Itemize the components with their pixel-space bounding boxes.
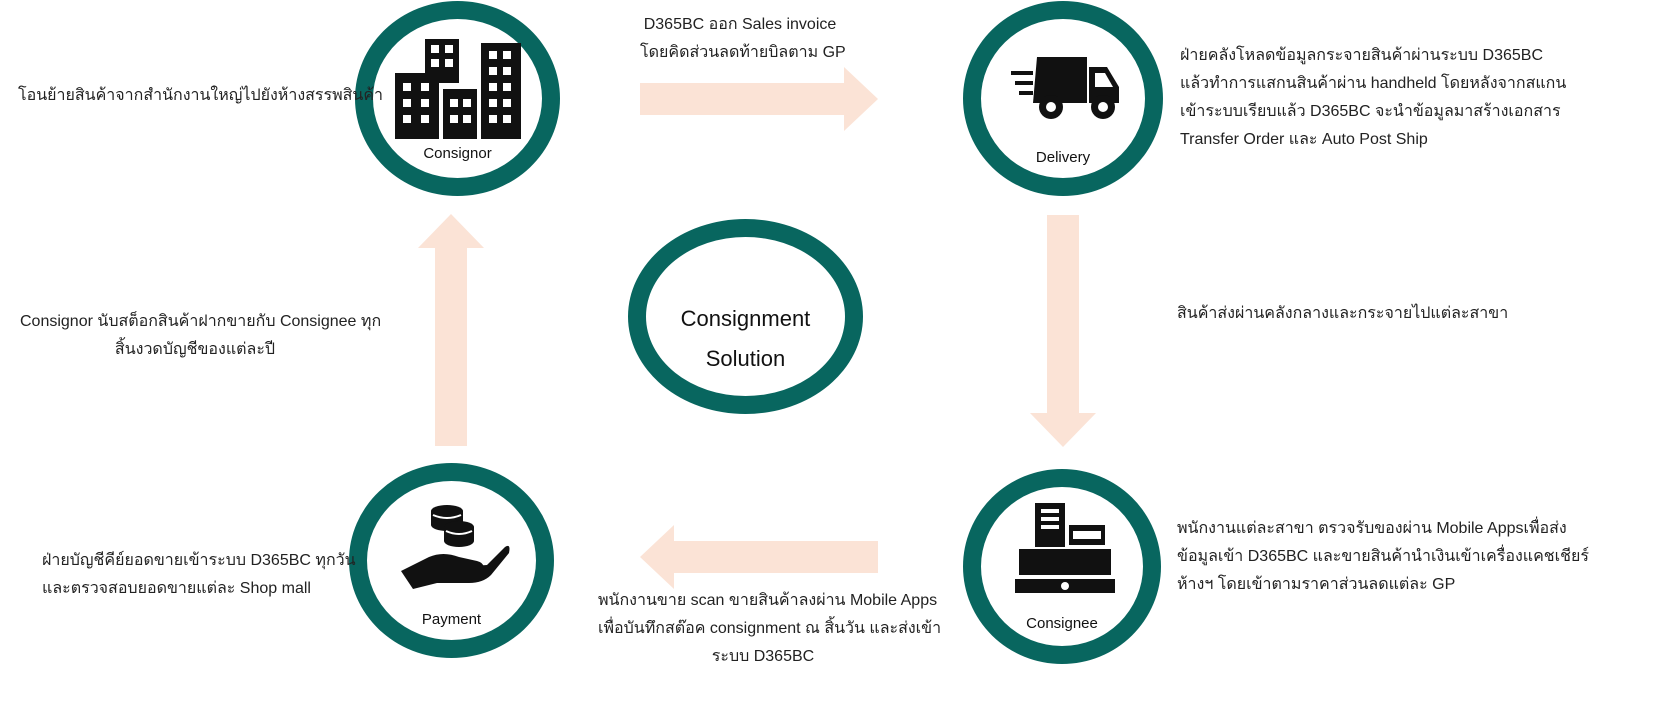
payment-description: ฝ่ายบัญชีคีย์ยอดขายเข้าระบบ D365BC ทุกวั…	[42, 547, 356, 603]
center-title-line1: Consignment	[680, 306, 811, 331]
center-title-line2: Solution	[705, 346, 786, 371]
sales-invoice-line: โดยคิดส่วนลดท้ายบิลตาม GP	[640, 44, 846, 61]
delivery-node: Delivery	[963, 1, 1163, 196]
consignee-desc-line: พนักงานแต่ละสาขา ตรวจรับของผ่าน Mobile A…	[1177, 520, 1567, 537]
arrow-consignee-to-payment	[640, 525, 878, 589]
consignee-desc-line: ห้างฯ โดยเข้าตามราคาส่วนลดแต่ละ GP	[1177, 576, 1456, 593]
sales-invoice-line: D365BC ออก Sales invoice	[643, 16, 837, 33]
delivery-desc-line: Transfer Order และ Auto Post Ship	[1180, 131, 1428, 148]
consignor-label: Consignor	[423, 145, 492, 162]
delivery-desc-line: เข้าระบบเรียบแล้ว D365BC จะนำข้อมูลมาสร้…	[1180, 103, 1561, 120]
delivery-description: ฝ่ายคลังโหลดข้อมูลกระจายสินค้าผ่านระบบ D…	[1180, 42, 1566, 154]
arrow-delivery-to-consignee	[1030, 215, 1096, 447]
payment-desc-line: ฝ่ายบัญชีคีย์ยอดขายเข้าระบบ D365BC ทุกวั…	[42, 552, 356, 569]
consignor-node: Consignor	[355, 1, 560, 196]
warehouse-description: สินค้าส่งผ่านคลังกลางและกระจายไปแต่ละสาข…	[1177, 300, 1508, 328]
arrow-consignor-to-delivery	[640, 67, 878, 131]
stock-count-line: สิ้นงวดบัญชีของแต่ละปี	[114, 341, 276, 358]
delivery-label: Delivery	[1035, 149, 1091, 166]
scan-description: พนักงานขาย scan ขายสินค้าลงผ่าน Mobile A…	[598, 587, 942, 671]
consignee-label: Consignee	[1026, 615, 1098, 632]
center-ring: Consignment Solution	[628, 219, 863, 414]
consignor-description: โอนย้ายสินค้าจากสำนักงานใหญ่ไปยังห้างสรร…	[18, 82, 383, 110]
sales-invoice-description: D365BC ออก Sales invoice โดยคิดส่วนลดท้า…	[640, 11, 846, 67]
consignor-desc-line: โอนย้ายสินค้าจากสำนักงานใหญ่ไปยังห้างสรร…	[18, 87, 384, 104]
arrow-payment-to-consignor	[418, 214, 484, 446]
cash-register-icon	[1015, 503, 1115, 593]
consignee-desc-line: ข้อมูลเข้า D365BC และขายสินค้านำเงินเข้า…	[1177, 548, 1589, 565]
payment-node: Payment	[349, 463, 554, 658]
scan-desc-line: พนักงานขาย scan ขายสินค้าลงผ่าน Mobile A…	[598, 592, 938, 609]
delivery-desc-line: แล้วทำการแสกนสินค้าผ่าน handheld โดยหลัง…	[1180, 75, 1567, 92]
hand-coins-icon	[401, 505, 510, 589]
delivery-desc-line: ฝ่ายคลังโหลดข้อมูลกระจายสินค้าผ่านระบบ D…	[1180, 47, 1544, 64]
stock-count-description: Consignor นับสต็อกสินค้าฝากขายกับ Consig…	[20, 308, 382, 364]
warehouse-desc-line: สินค้าส่งผ่านคลังกลางและกระจายไปแต่ละสาข…	[1177, 305, 1509, 322]
consignee-node: Consignee	[963, 469, 1161, 664]
consignee-description: พนักงานแต่ละสาขา ตรวจรับของผ่าน Mobile A…	[1177, 515, 1589, 599]
scan-desc-line: ระบบ D365BC	[711, 648, 815, 665]
truck-icon	[1011, 57, 1119, 119]
scan-desc-line: เพื่อบันทึกสต๊อค consignment ณ สิ้นวัน แ…	[598, 620, 942, 637]
stock-count-line: Consignor นับสต็อกสินค้าฝากขายกับ Consig…	[20, 313, 382, 330]
buildings-icon	[395, 39, 521, 139]
payment-label: Payment	[421, 611, 482, 628]
payment-desc-line: และตรวจสอบยอดขายแต่ละ Shop mall	[42, 580, 311, 597]
